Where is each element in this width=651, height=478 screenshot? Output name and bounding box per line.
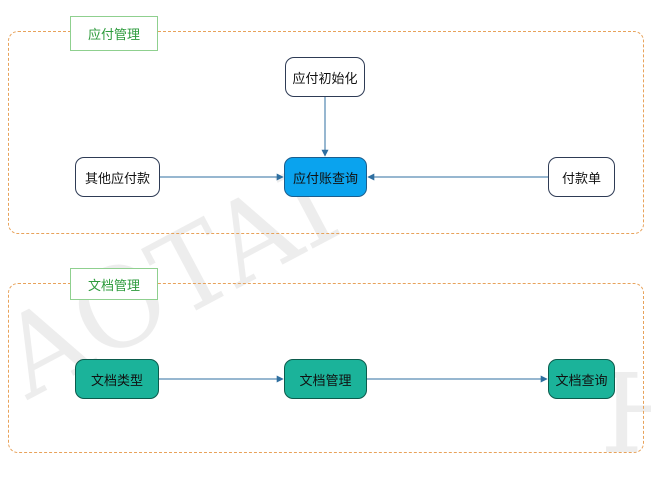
group-label-documents: 文档管理 <box>70 268 158 300</box>
node-other-payables[interactable]: 其他应付款 <box>75 157 160 197</box>
node-document-management[interactable]: 文档管理 <box>284 359 367 399</box>
node-document-type[interactable]: 文档类型 <box>75 359 159 399</box>
node-payables-init[interactable]: 应付初始化 <box>285 57 365 97</box>
group-label-payables: 应付管理 <box>70 16 158 51</box>
group-documents <box>8 283 644 453</box>
node-document-query[interactable]: 文档查询 <box>548 359 615 399</box>
group-payables <box>8 31 644 234</box>
node-payables-query[interactable]: 应付账查询 <box>284 157 367 197</box>
node-payment-order[interactable]: 付款单 <box>548 157 615 197</box>
